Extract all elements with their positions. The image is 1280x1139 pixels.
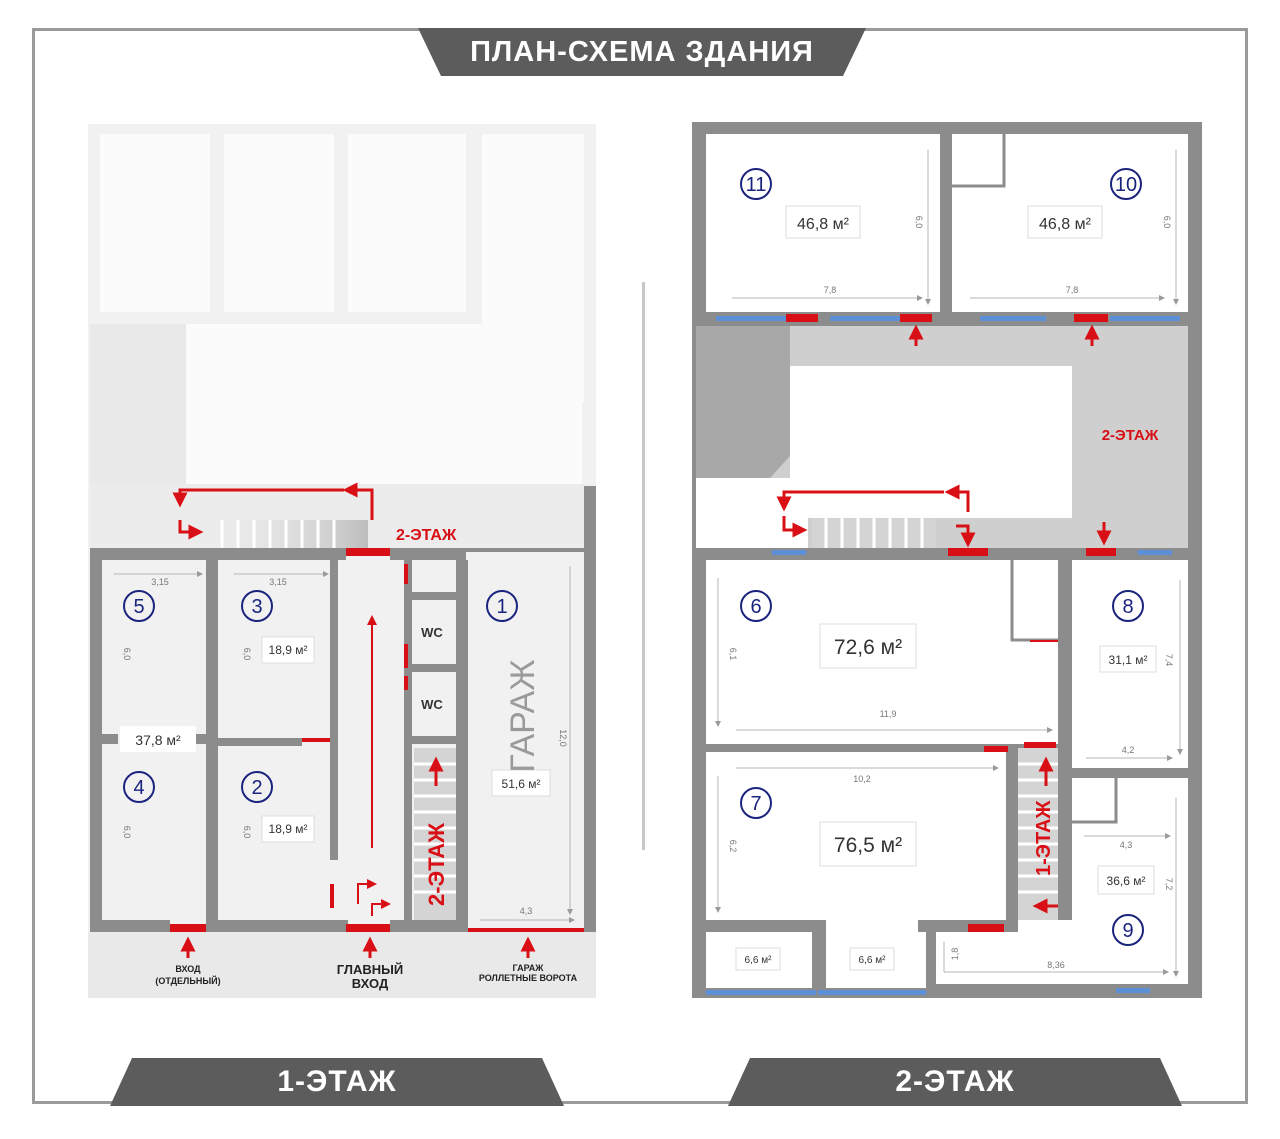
room-9-width2: 8,36 [1047,960,1065,970]
floor2-plan: 2-ЭТАЖ [692,122,1202,998]
room-1-length: 12,0 [558,729,568,747]
floor1-outside [88,932,596,998]
floor2-hall-stairs [812,518,936,548]
garage-entrance-line2: РОЛЛЕТНЫЕ ВОРОТА [479,973,578,983]
room-5-depth: 6,0 [122,648,132,661]
room-2-number: 2 [251,777,262,799]
room-9 [1072,778,1188,938]
separate-entrance-line2: (ОТДЕЛЬНЫЙ) [155,975,220,986]
room-1-width: 4,3 [520,906,533,916]
floor2-hall-label: 2-ЭТАЖ [1102,427,1159,444]
small-room-2-area: 6,6 м² [859,955,887,966]
room-10-depth: 6,0 [1162,216,1172,229]
page-title: ПЛАН-СХЕМА ЗДАНИЯ [470,36,814,68]
floor2-label: 2-ЭТАЖ [895,1065,1015,1098]
room-9-depth: 7,2 [1164,878,1174,891]
room-6-number: 6 [750,596,761,618]
floor1-banner-shape [110,1058,564,1106]
room-9-number: 9 [1122,920,1133,942]
room-4-number: 4 [133,777,144,799]
room-8-number: 8 [1122,596,1133,618]
wc-1: WC [421,625,443,640]
small-room-1-area: 6,6 м² [745,955,773,966]
room-11-depth: 6,0 [914,216,924,229]
room-3-width: 3,15 [269,577,287,587]
room-7-depth: 6,2 [728,840,738,853]
room-10-area: 46,8 м² [1039,216,1092,233]
plan-divider [642,282,645,850]
floor1-up-label: 2-ЭТАЖ [396,527,457,544]
room-11-width: 7,8 [824,285,837,295]
floor1-plan: 2-ЭТАЖ [88,124,596,998]
room-4-depth: 6,0 [122,826,132,839]
floor1-corridor-stairs [208,520,368,548]
room-3-number: 3 [251,596,262,618]
floor2-banner-shape [728,1058,1182,1106]
room-3-area: 18,9 м² [269,643,308,657]
room-7-number: 7 [750,793,761,815]
combined-area: 37,8 м² [135,732,181,748]
garage-label: ГАРАЖ [504,659,542,772]
room-6-depth: 6,1 [728,648,738,661]
floor1-label: 1-ЭТАЖ [277,1065,397,1098]
room-11-area: 46,8 м² [797,216,850,233]
room-8-area: 31,1 м² [1109,653,1148,667]
floor2-stairs-label: 1-ЭТАЖ [1033,800,1055,876]
room-2-depth: 6,0 [242,826,252,839]
garage-entrance-line1: ГАРАЖ [513,963,545,973]
room-11-number: 11 [746,174,767,196]
wc-2: WC [421,697,443,712]
room-3-depth: 6,0 [242,648,252,661]
floor2-stairs: 1-ЭТАЖ [1018,756,1058,914]
room-10-number: 10 [1115,174,1137,196]
separate-entrance-line1: ВХОД [175,964,201,974]
room-6-width: 11,9 [880,709,897,719]
title-banner-shape [418,28,866,76]
room-9-depth2: 1,8 [950,948,960,961]
room-9-width: 4,3 [1120,840,1133,850]
floor2-banner: 2-ЭТАЖ [728,1058,1182,1106]
room-8-depth: 7,4 [1164,654,1174,667]
room-9-area: 36,6 м² [1107,874,1146,888]
room-1-number: 1 [496,596,507,618]
main-entrance-line2: ВХОД [352,976,389,991]
room-2-area: 18,9 м² [269,822,308,836]
room-1-area: 51,6 м² [502,777,541,791]
floor1-walls [90,548,596,932]
title-banner: ПЛАН-СХЕМА ЗДАНИЯ [418,28,866,76]
room-6-area: 72,6 м² [834,636,902,659]
main-entrance-line1: ГЛАВНЫЙ [337,962,403,977]
floor1-stairs-label: 2-ЭТАЖ [424,823,449,906]
room-7-area: 76,5 м² [834,834,902,857]
floor1-stairs: 2-ЭТАЖ [414,748,456,920]
room-5-number: 5 [133,596,144,618]
floor1-banner: 1-ЭТАЖ [110,1058,564,1106]
room-5-width: 3,15 [151,577,169,587]
room-8-width: 4,2 [1122,745,1135,755]
room-7-width: 10,2 [853,774,871,784]
room-10-width: 7,8 [1066,285,1079,295]
